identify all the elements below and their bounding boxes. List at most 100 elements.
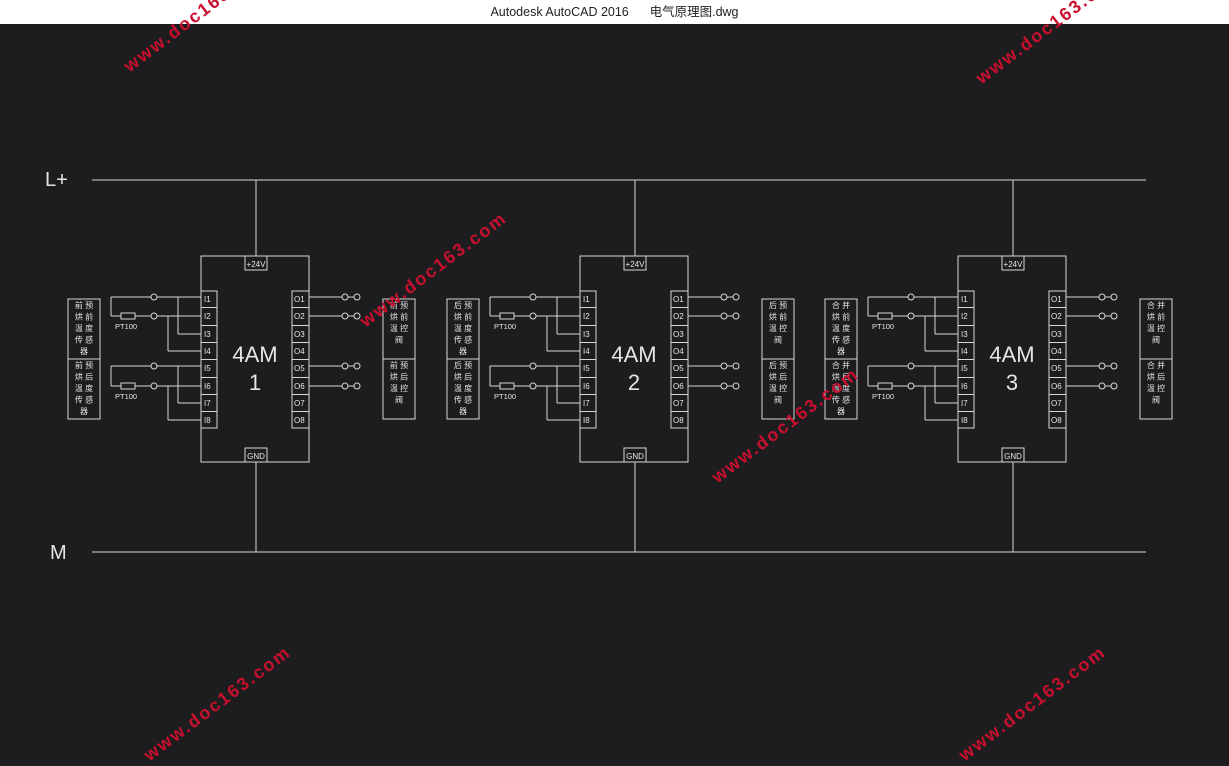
terminal-circle: [341, 382, 349, 390]
valve-label: 温 控: [769, 323, 787, 333]
terminal-circle: [1098, 362, 1106, 370]
input-terminal-label: I8: [204, 416, 211, 425]
input-terminal-label: I1: [204, 295, 211, 304]
input-terminal-label: I7: [204, 399, 211, 408]
ground-terminal-label: GND: [1004, 452, 1022, 461]
pt100-resistor: [499, 382, 515, 390]
output-terminal-label: O6: [673, 382, 684, 391]
sensor-label: 烘 后: [75, 372, 93, 382]
input-terminal-label: I5: [961, 364, 968, 373]
terminal-circle: [720, 293, 728, 301]
power-terminal-label: +24V: [626, 260, 646, 269]
output-terminal-label: O7: [1051, 399, 1062, 408]
valve-label: 烘 后: [769, 372, 787, 382]
power-terminal-box: [1001, 255, 1025, 271]
output-terminal-label: O4: [294, 347, 305, 356]
output-terminal-label: O2: [1051, 312, 1062, 321]
terminal-circle: [341, 293, 349, 301]
valve-label: 阀: [1152, 396, 1160, 405]
sensor-label: 温 度: [75, 383, 93, 393]
valve-box: [1139, 358, 1173, 420]
output-terminal-label: O8: [673, 416, 684, 425]
terminal-circle: [732, 362, 740, 370]
rail-label-negative: M: [50, 542, 67, 564]
valve-label: 温 控: [1147, 323, 1165, 333]
input-terminal-label: I8: [961, 416, 968, 425]
sensor-label: 传 感: [75, 395, 93, 405]
output-terminal-label: O3: [1051, 330, 1062, 339]
terminal-circle: [353, 362, 361, 370]
valve-label: 合 并: [1147, 360, 1165, 370]
valve-label: 前 预: [390, 300, 408, 310]
output-terminal-label: O3: [294, 330, 305, 339]
pt100-resistor: [120, 382, 136, 390]
output-terminal-label: O7: [294, 399, 305, 408]
output-terminal-label: O1: [1051, 295, 1062, 304]
pt100-label: PT100: [494, 392, 516, 401]
terminal-circle: [150, 293, 158, 301]
terminal-circle: [732, 382, 740, 390]
valve-label: 阀: [1152, 336, 1160, 345]
valve-label: 阀: [395, 336, 403, 345]
pt100-resistor: [499, 312, 515, 320]
rail-label-positive: L+: [45, 169, 68, 191]
input-terminal-label: I2: [204, 312, 211, 321]
sensor-label: 烘 前: [454, 312, 472, 322]
sensor-label: 温 度: [832, 383, 850, 393]
pt100-resistor: [120, 312, 136, 320]
schematic-drawing[interactable]: L+ M +24VGND4AM1I1I2I3I4I5I6I7I8O1O2O3O4…: [0, 24, 1229, 733]
input-terminal-label: I6: [583, 382, 590, 391]
module-number: 1: [249, 370, 261, 395]
plc-module-2: +24VGND4AM2I1I2I3I4I5I6I7I8O1O2O3O4O5O6O…: [446, 180, 795, 552]
input-terminal-label: I1: [583, 295, 590, 304]
module-number: 3: [1006, 370, 1018, 395]
valve-label: 温 控: [390, 383, 408, 393]
terminal-circle: [341, 312, 349, 320]
terminal-circle: [720, 382, 728, 390]
sensor-label: 烘 后: [454, 372, 472, 382]
terminal-circle: [1110, 293, 1118, 301]
valve-label: 后 预: [769, 360, 787, 370]
terminal-circle: [1098, 312, 1106, 320]
valve-label: 烘 前: [1147, 312, 1165, 322]
pt100-label: PT100: [115, 322, 137, 331]
terminal-circle: [720, 362, 728, 370]
sensor-label: 传 感: [75, 335, 93, 345]
output-terminal-label: O8: [1051, 416, 1062, 425]
output-terminal-label: O4: [673, 347, 684, 356]
input-terminal-label: I2: [583, 312, 590, 321]
valve-label: 前 预: [390, 360, 408, 370]
power-terminal-box: [244, 255, 268, 271]
valve-label: 烘 前: [390, 312, 408, 322]
sensor-label: 传 感: [832, 335, 850, 345]
output-terminal-label: O1: [673, 295, 684, 304]
valve-label: 阀: [395, 396, 403, 405]
output-terminal-label: O2: [673, 312, 684, 321]
plc-modules-group: +24VGND4AM1I1I2I3I4I5I6I7I8O1O2O3O4O5O6O…: [67, 180, 1173, 552]
valve-label: 烘 后: [390, 372, 408, 382]
sensor-label: 温 度: [75, 323, 93, 333]
plc-module-3: +24VGND4AM3I1I2I3I4I5I6I7I8O1O2O3O4O5O6O…: [824, 180, 1173, 552]
terminal-circle: [1110, 382, 1118, 390]
output-terminal-label: O1: [294, 295, 305, 304]
input-terminal-label: I1: [961, 295, 968, 304]
valve-label: 烘 后: [1147, 372, 1165, 382]
sensor-label: 烘 前: [832, 312, 850, 322]
output-terminal-label: O3: [673, 330, 684, 339]
input-terminal-label: I7: [583, 399, 590, 408]
output-terminal-label: O8: [294, 416, 305, 425]
terminal-circle: [1098, 382, 1106, 390]
terminal-circle: [732, 312, 740, 320]
input-terminal-label: I6: [961, 382, 968, 391]
ground-terminal-box: [1001, 447, 1025, 463]
module-name: 4AM: [232, 342, 277, 367]
sensor-label: 烘 前: [75, 312, 93, 322]
input-terminal-label: I6: [204, 382, 211, 391]
terminal-circle: [529, 382, 537, 390]
module-name: 4AM: [611, 342, 656, 367]
pt100-label: PT100: [115, 392, 137, 401]
terminal-circle: [907, 362, 915, 370]
sensor-label: 传 感: [832, 395, 850, 405]
terminal-circle: [1098, 293, 1106, 301]
